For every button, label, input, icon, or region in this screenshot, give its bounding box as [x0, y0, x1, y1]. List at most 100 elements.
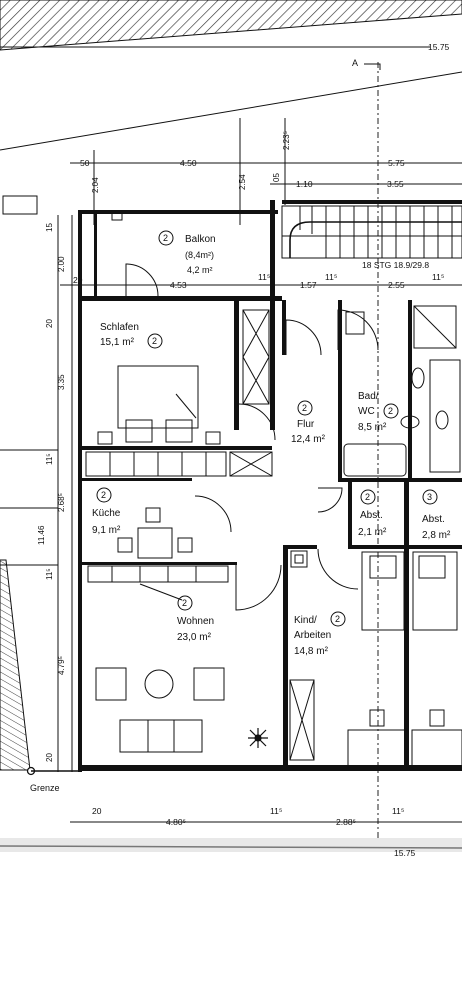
room-abst-1: 2 Abst. 2,1 m²: [358, 489, 387, 538]
wall-balcony-left: [94, 214, 97, 300]
pillow-right-room: [418, 555, 446, 579]
room-area-kind: 14,8 m²: [294, 646, 329, 657]
badge-abst1: [360, 489, 376, 505]
kitchen-counter: [85, 451, 227, 477]
dim-v-1146: 11.46: [37, 525, 46, 545]
pillow-right: [165, 419, 193, 443]
dim-453: 4.53: [170, 280, 187, 290]
dim-b-288: 2.88⁵: [336, 817, 356, 827]
dim-v-200: 2.00: [57, 256, 66, 272]
dim-157: 1.57: [300, 280, 317, 290]
section-arrow-top: [364, 63, 381, 70]
kind-door-swing: [317, 548, 359, 590]
room-kueche: 2 Küche 9,1 m²: [92, 487, 121, 536]
bed-kind: [361, 551, 405, 631]
badge-bad: [383, 403, 399, 419]
dim-b-20: 20: [92, 806, 102, 816]
dim-b-11a: 11⁵: [270, 806, 282, 816]
staircase: [281, 205, 462, 259]
room-name-balkon: Balkon: [185, 234, 216, 245]
wall-schlafen-east: [234, 300, 239, 430]
wohnen-leader: [139, 583, 183, 601]
room-name-kind: Kind/: [294, 615, 317, 626]
badge-kind-text: 2: [335, 614, 340, 624]
dim-v-11a: 11⁵: [45, 453, 54, 465]
dim-11b: 11⁵: [325, 272, 337, 282]
dim-b-tail: 15.75: [394, 848, 416, 858]
coffee-table: [144, 669, 174, 699]
room-note-balkon: (8,4m²): [185, 250, 214, 260]
room-name-schlafen: Schlafen: [100, 322, 139, 333]
dim-v-479: 4.79⁵: [57, 656, 66, 675]
bath-cabinet: [429, 359, 461, 473]
badge-kueche-text: 2: [101, 490, 106, 500]
armchair-left: [95, 667, 127, 701]
wall-wardrobe-east: [270, 300, 275, 430]
kitchen-tall-unit: [229, 451, 273, 477]
wall-kind-west: [283, 545, 288, 765]
sink: [411, 367, 425, 389]
neighbour-hatch-left: [0, 559, 31, 771]
dim-255: 2.55: [388, 280, 405, 290]
dim-50: 50: [80, 158, 90, 168]
dim-b-11b: 11⁵: [392, 806, 404, 816]
stair-door-swing: [285, 319, 322, 356]
room-kind: Kind/ 2 Arbeiten 14,8 m²: [294, 611, 346, 657]
room-name-abst2: Abst.: [422, 514, 445, 525]
badge-balkon-text: 2: [163, 233, 168, 243]
stair-treads: [299, 206, 453, 258]
kitchen-door-swing: [194, 495, 232, 533]
pillow-kind: [369, 555, 397, 579]
dim-top-total: 15.75: [428, 42, 450, 52]
wardrobe-x2: [242, 309, 270, 358]
badge-balkon: [158, 230, 174, 246]
pillow-left: [125, 419, 153, 443]
schlafen-door-swing: [238, 403, 276, 441]
wardrobe-x4: [242, 356, 270, 405]
wall-kind-north-left: [283, 545, 317, 549]
balcony-door-swing: [125, 263, 159, 297]
room-bad: Bad/ WC 2 8,5 m²: [358, 391, 399, 433]
desk-chair-kind: [369, 709, 385, 727]
dim-v-254: 2.54: [238, 174, 247, 190]
bed-fold: [175, 393, 197, 419]
dim-355: 3.55: [387, 179, 404, 189]
property-line: [0, 71, 462, 151]
wall-abst-divider: [404, 478, 409, 768]
wall-flur-west-top: [282, 300, 286, 355]
room-schlafen: Schlafen 15,1 m² 2: [100, 322, 163, 349]
dim-v-335: 3.35: [57, 374, 66, 390]
grenze-label: Grenze: [30, 783, 60, 793]
dim-b-480: 4.80⁵: [166, 817, 186, 827]
dim-11a: 11⁵: [258, 272, 270, 282]
room-name-wohnen: Wohnen: [177, 616, 214, 627]
badge-kind: [330, 611, 346, 627]
room-flur: 2 Flur 12,4 m²: [291, 400, 326, 445]
room-area-kueche: 9,1 m²: [92, 525, 121, 536]
wall-north-rooms: [82, 296, 282, 301]
room-name-kueche: Küche: [92, 508, 121, 519]
room-area-abst2: 2,8 m²: [422, 530, 451, 541]
wall-kitchen-south: [82, 478, 192, 481]
wall-kitchen-north: [82, 446, 272, 450]
badge-schlafen-text: 2: [152, 336, 157, 346]
wall-wohnen-north: [82, 562, 237, 565]
washer: [435, 410, 449, 430]
neighbour-hatch-top: [0, 0, 462, 51]
badge-abst2: [422, 489, 438, 505]
dim-v-05: 05: [272, 173, 281, 182]
stair-handrail: [289, 221, 462, 258]
balcony-drain: [111, 211, 123, 221]
shower-diag: [413, 305, 457, 349]
wardrobe-kind-x2: [289, 679, 315, 761]
outside-fixture: [2, 195, 38, 215]
dim-v-11b: 11⁵: [45, 568, 54, 580]
wall-abst-south: [348, 545, 462, 549]
desk-kind: [347, 729, 407, 767]
badge-kueche: [96, 487, 112, 503]
room-balkon: 2 Balkon (8,4m²) 4,2 m²: [158, 230, 216, 275]
room-area-wohnen: 23,0 m²: [177, 632, 212, 643]
wardrobe-schlafen: [242, 309, 270, 405]
dim-v-223: 2.23⁵: [282, 131, 291, 150]
